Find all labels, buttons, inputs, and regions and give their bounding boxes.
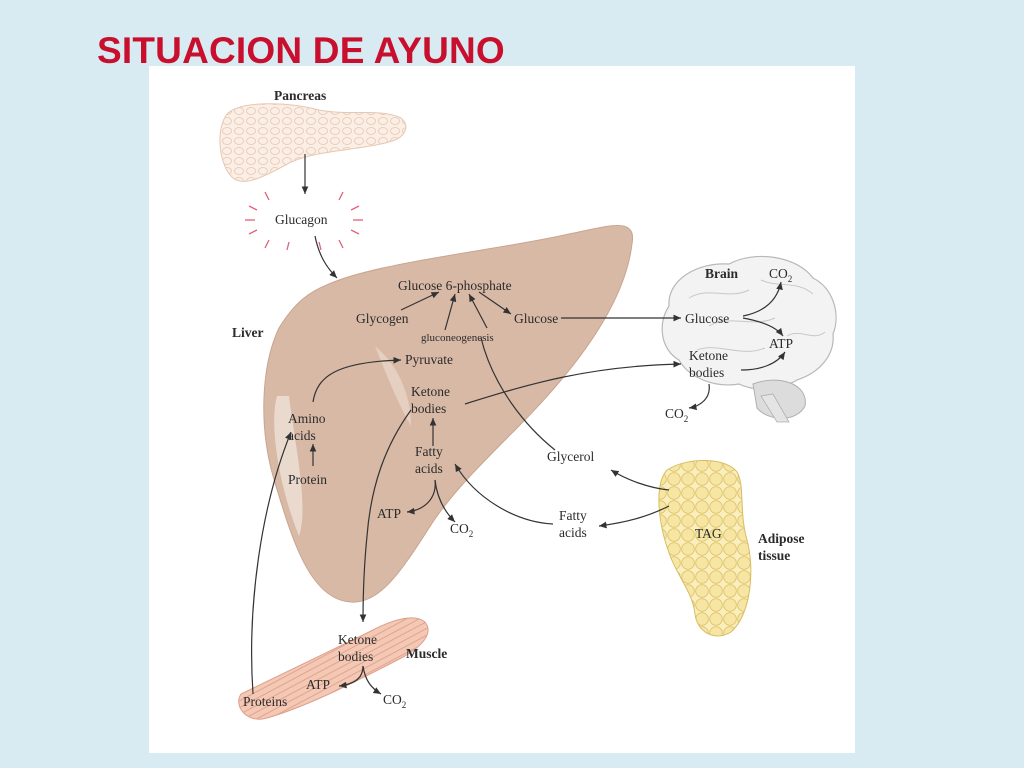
arrow-glucagon-liver [314, 235, 338, 279]
muscle-label: Muscle [406, 646, 447, 661]
pancreas-shape [219, 103, 407, 182]
pancreas-label: Pancreas [274, 88, 326, 103]
metabolism-figure: Pancreas Glucagon Liver Glucose 6-phosph… [149, 66, 855, 753]
liver-arrows [309, 291, 556, 523]
adipose-tag-label: TAG [695, 526, 722, 541]
liver-fatty-label-1: Fatty [415, 444, 443, 459]
adipose-fatty-label-2: acids [559, 525, 587, 540]
liver-ketone-label-2: bodies [411, 401, 446, 416]
muscle-shape [238, 617, 429, 720]
liver-pyruvate-label: Pyruvate [405, 352, 453, 367]
liver-ketone-label-1: Ketone [411, 384, 450, 399]
liver-amino-label-2: acids [288, 428, 316, 443]
brain-label: Brain [705, 266, 738, 281]
slide-title: SITUACION DE AYUNO [97, 30, 505, 71]
brain-co2-top-label: CO2 [769, 266, 792, 284]
glucose-6-phosphate-label: Glucose 6-phosphate [398, 278, 512, 293]
liver-shape [263, 225, 634, 603]
muscle-ketone-label-2: bodies [338, 649, 373, 664]
brain-ketone-label-1: Ketone [689, 348, 728, 363]
brain-glucose-label: Glucose [685, 311, 729, 326]
adipose-arrows [454, 463, 670, 529]
adipose-glycerol-label: Glycerol [547, 449, 594, 464]
liver-protein-label: Protein [288, 472, 327, 487]
brain-atp-label: ATP [769, 336, 793, 351]
metabolism-diagram: Pancreas Glucagon Liver Glucose 6-phosph… [219, 88, 837, 720]
muscle-atp-label: ATP [306, 677, 330, 692]
adipose-label-1: Adipose [758, 531, 805, 546]
liver-atp-label: ATP [377, 506, 401, 521]
muscle-arrows [251, 431, 382, 695]
liver-glycogen-label: Glycogen [356, 311, 409, 326]
glucagon-label: Glucagon [275, 212, 328, 227]
adipose-label-2: tissue [758, 548, 790, 563]
muscle-ketone-label-1: Ketone [338, 632, 377, 647]
liver-amino-label-1: Amino [288, 411, 326, 426]
arrow-ketones-to-brain [464, 360, 682, 405]
muscle-proteins-label: Proteins [243, 694, 287, 709]
arrow-ketones-to-muscle [359, 409, 412, 623]
liver-glucose-label: Glucose [514, 311, 558, 326]
liver-co2-label: CO2 [450, 521, 473, 539]
brain-ketone-label-2: bodies [689, 365, 724, 380]
liver-label: Liver [232, 325, 264, 340]
muscle-co2-label: CO2 [383, 692, 406, 710]
liver-fatty-label-2: acids [415, 461, 443, 476]
gluconeogenesis-label: gluconeogenesis [421, 332, 494, 344]
adipose-shape [658, 460, 752, 637]
brain-shape [661, 255, 837, 423]
adipose-fatty-label-1: Fatty [559, 508, 587, 523]
brain-arrows [688, 281, 786, 411]
brain-co2-bottom-label: CO2 [665, 406, 688, 424]
glucagon-burst [245, 191, 363, 251]
